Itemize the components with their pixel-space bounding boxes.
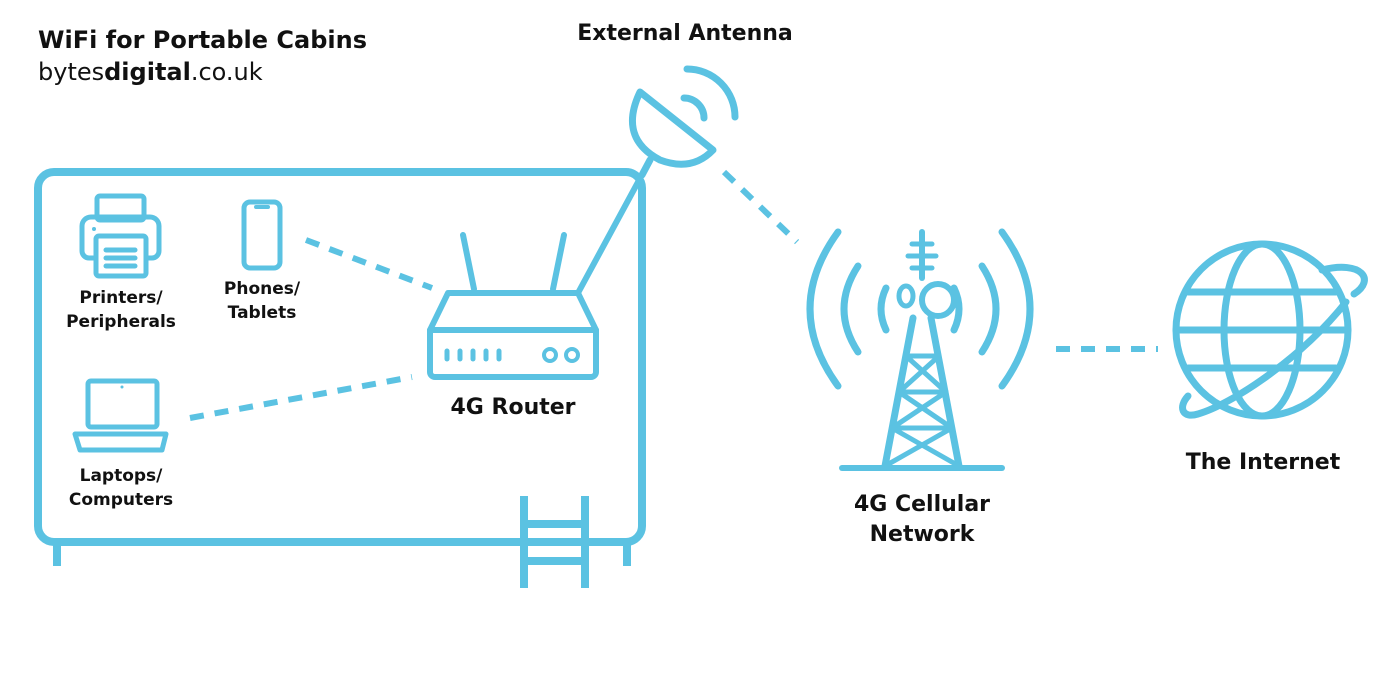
external-antenna-label: External Antenna (577, 21, 793, 46)
printer-icon (79, 193, 162, 279)
printers-label-line2: Peripherals (66, 312, 176, 332)
antenna-cable (575, 157, 653, 296)
site-url-prefix: bytes (38, 58, 105, 86)
cellular-network-label: 4G Cellular Network (822, 490, 1022, 550)
printers-label: Printers/ Peripherals (51, 286, 191, 334)
cellular-label-line2: Network (869, 522, 975, 547)
page-title: WiFi for Portable Cabins (38, 26, 368, 54)
site-url-brand: digital (104, 58, 191, 86)
cell-tower-icon (806, 228, 1034, 471)
laptops-label: Laptops/ Computers (51, 464, 191, 512)
printers-label-line1: Printers/ (79, 288, 163, 308)
router-icon (427, 232, 599, 380)
header: WiFi for Portable Cabins bytesdigital.co… (38, 24, 367, 88)
cellular-label-line1: 4G Cellular (853, 492, 991, 517)
portable-cabin (34, 168, 646, 566)
site-url: bytesdigital.co.uk (38, 56, 367, 88)
wireless-links (189, 169, 1158, 421)
phone-icon (241, 199, 283, 271)
laptops-label-line1: Laptops/ (79, 466, 163, 486)
ladder-icon (520, 496, 589, 588)
internet-label: The Internet (1185, 450, 1341, 475)
phones-label-line2: Tablets (227, 303, 297, 323)
globe-icon (1172, 240, 1368, 420)
phones-label-line1: Phones/ (223, 279, 301, 299)
site-url-suffix: .co.uk (190, 58, 263, 86)
router-label: 4G Router (450, 395, 576, 420)
satellite-dish-icon (629, 65, 739, 179)
link-antenna-tower (721, 169, 800, 245)
link-phone-router (304, 237, 434, 291)
cabin-body (34, 168, 646, 546)
phones-label: Phones/ Tablets (202, 277, 322, 325)
laptops-label-line2: Computers (68, 490, 174, 510)
laptop-icon (72, 378, 169, 453)
link-laptop-router (189, 374, 413, 421)
